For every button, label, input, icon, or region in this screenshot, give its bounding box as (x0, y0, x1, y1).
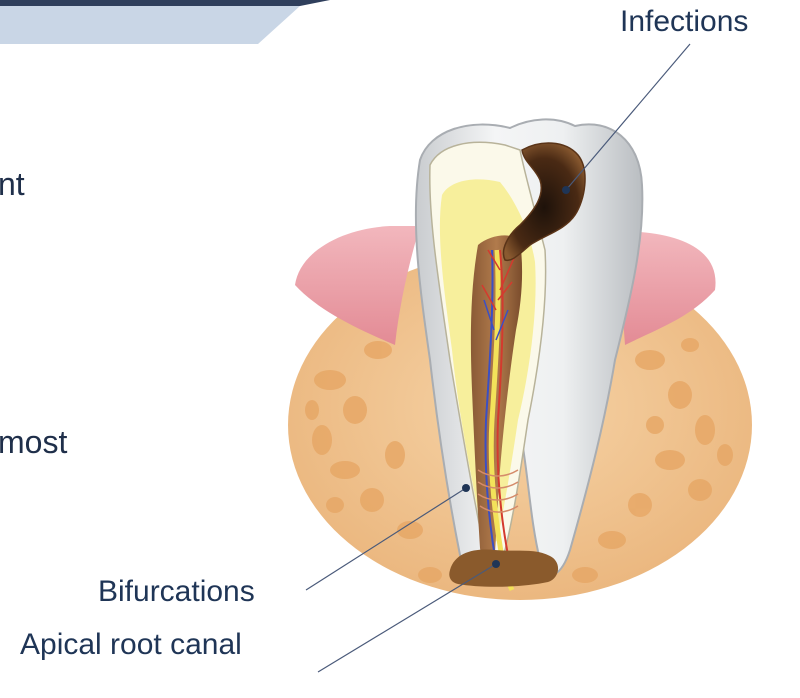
apical-lesion (449, 550, 558, 587)
label-infections: Infections (620, 5, 748, 39)
label-bifurcations: Bifurcations (98, 575, 255, 609)
label-apical-root-canal: Apical root canal (20, 628, 242, 662)
